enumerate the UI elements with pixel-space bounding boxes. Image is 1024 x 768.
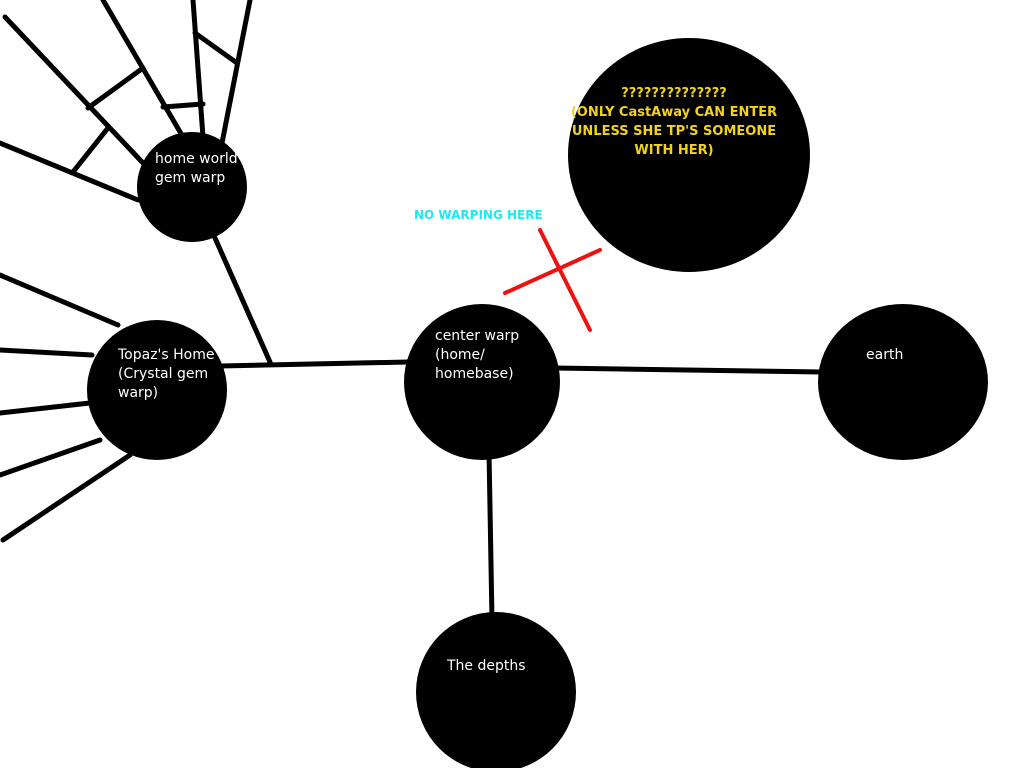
connector-lines [0,0,825,623]
edge [2,14,146,166]
center-label: center warp (home/ homebase) [435,328,520,382]
edge [190,0,206,140]
edge [0,272,121,328]
homeworld-label: home world gem warp [155,151,238,186]
edge [0,347,95,358]
no-warping-annotation: NO WARPING HERE [414,208,543,222]
secret-title: ?????????????? [621,86,727,101]
blocked-x-mark [503,228,602,332]
edge [486,449,495,623]
edge [0,452,133,543]
edge [217,359,411,369]
node-topaz [87,320,227,460]
node-secret [568,38,810,272]
edge [192,30,240,66]
edge [160,101,206,110]
node-center [404,304,560,460]
edge [70,125,111,175]
edge [0,437,103,478]
edge [0,140,141,203]
node-homeworld [137,132,247,242]
edge [85,65,146,111]
edge [0,400,93,416]
topaz-label: Topaz's Home (Crystal gem warp) [118,347,215,401]
earth-label: earth [866,347,904,363]
edge [219,0,253,146]
edge [552,365,825,375]
depths-label: The depths [447,658,526,674]
secret-label: (ONLY CastAway CAN ENTER UNLESS SHE TP'S… [570,105,778,158]
node-earth [818,304,988,460]
node-depths [416,612,576,768]
edge [212,235,273,365]
